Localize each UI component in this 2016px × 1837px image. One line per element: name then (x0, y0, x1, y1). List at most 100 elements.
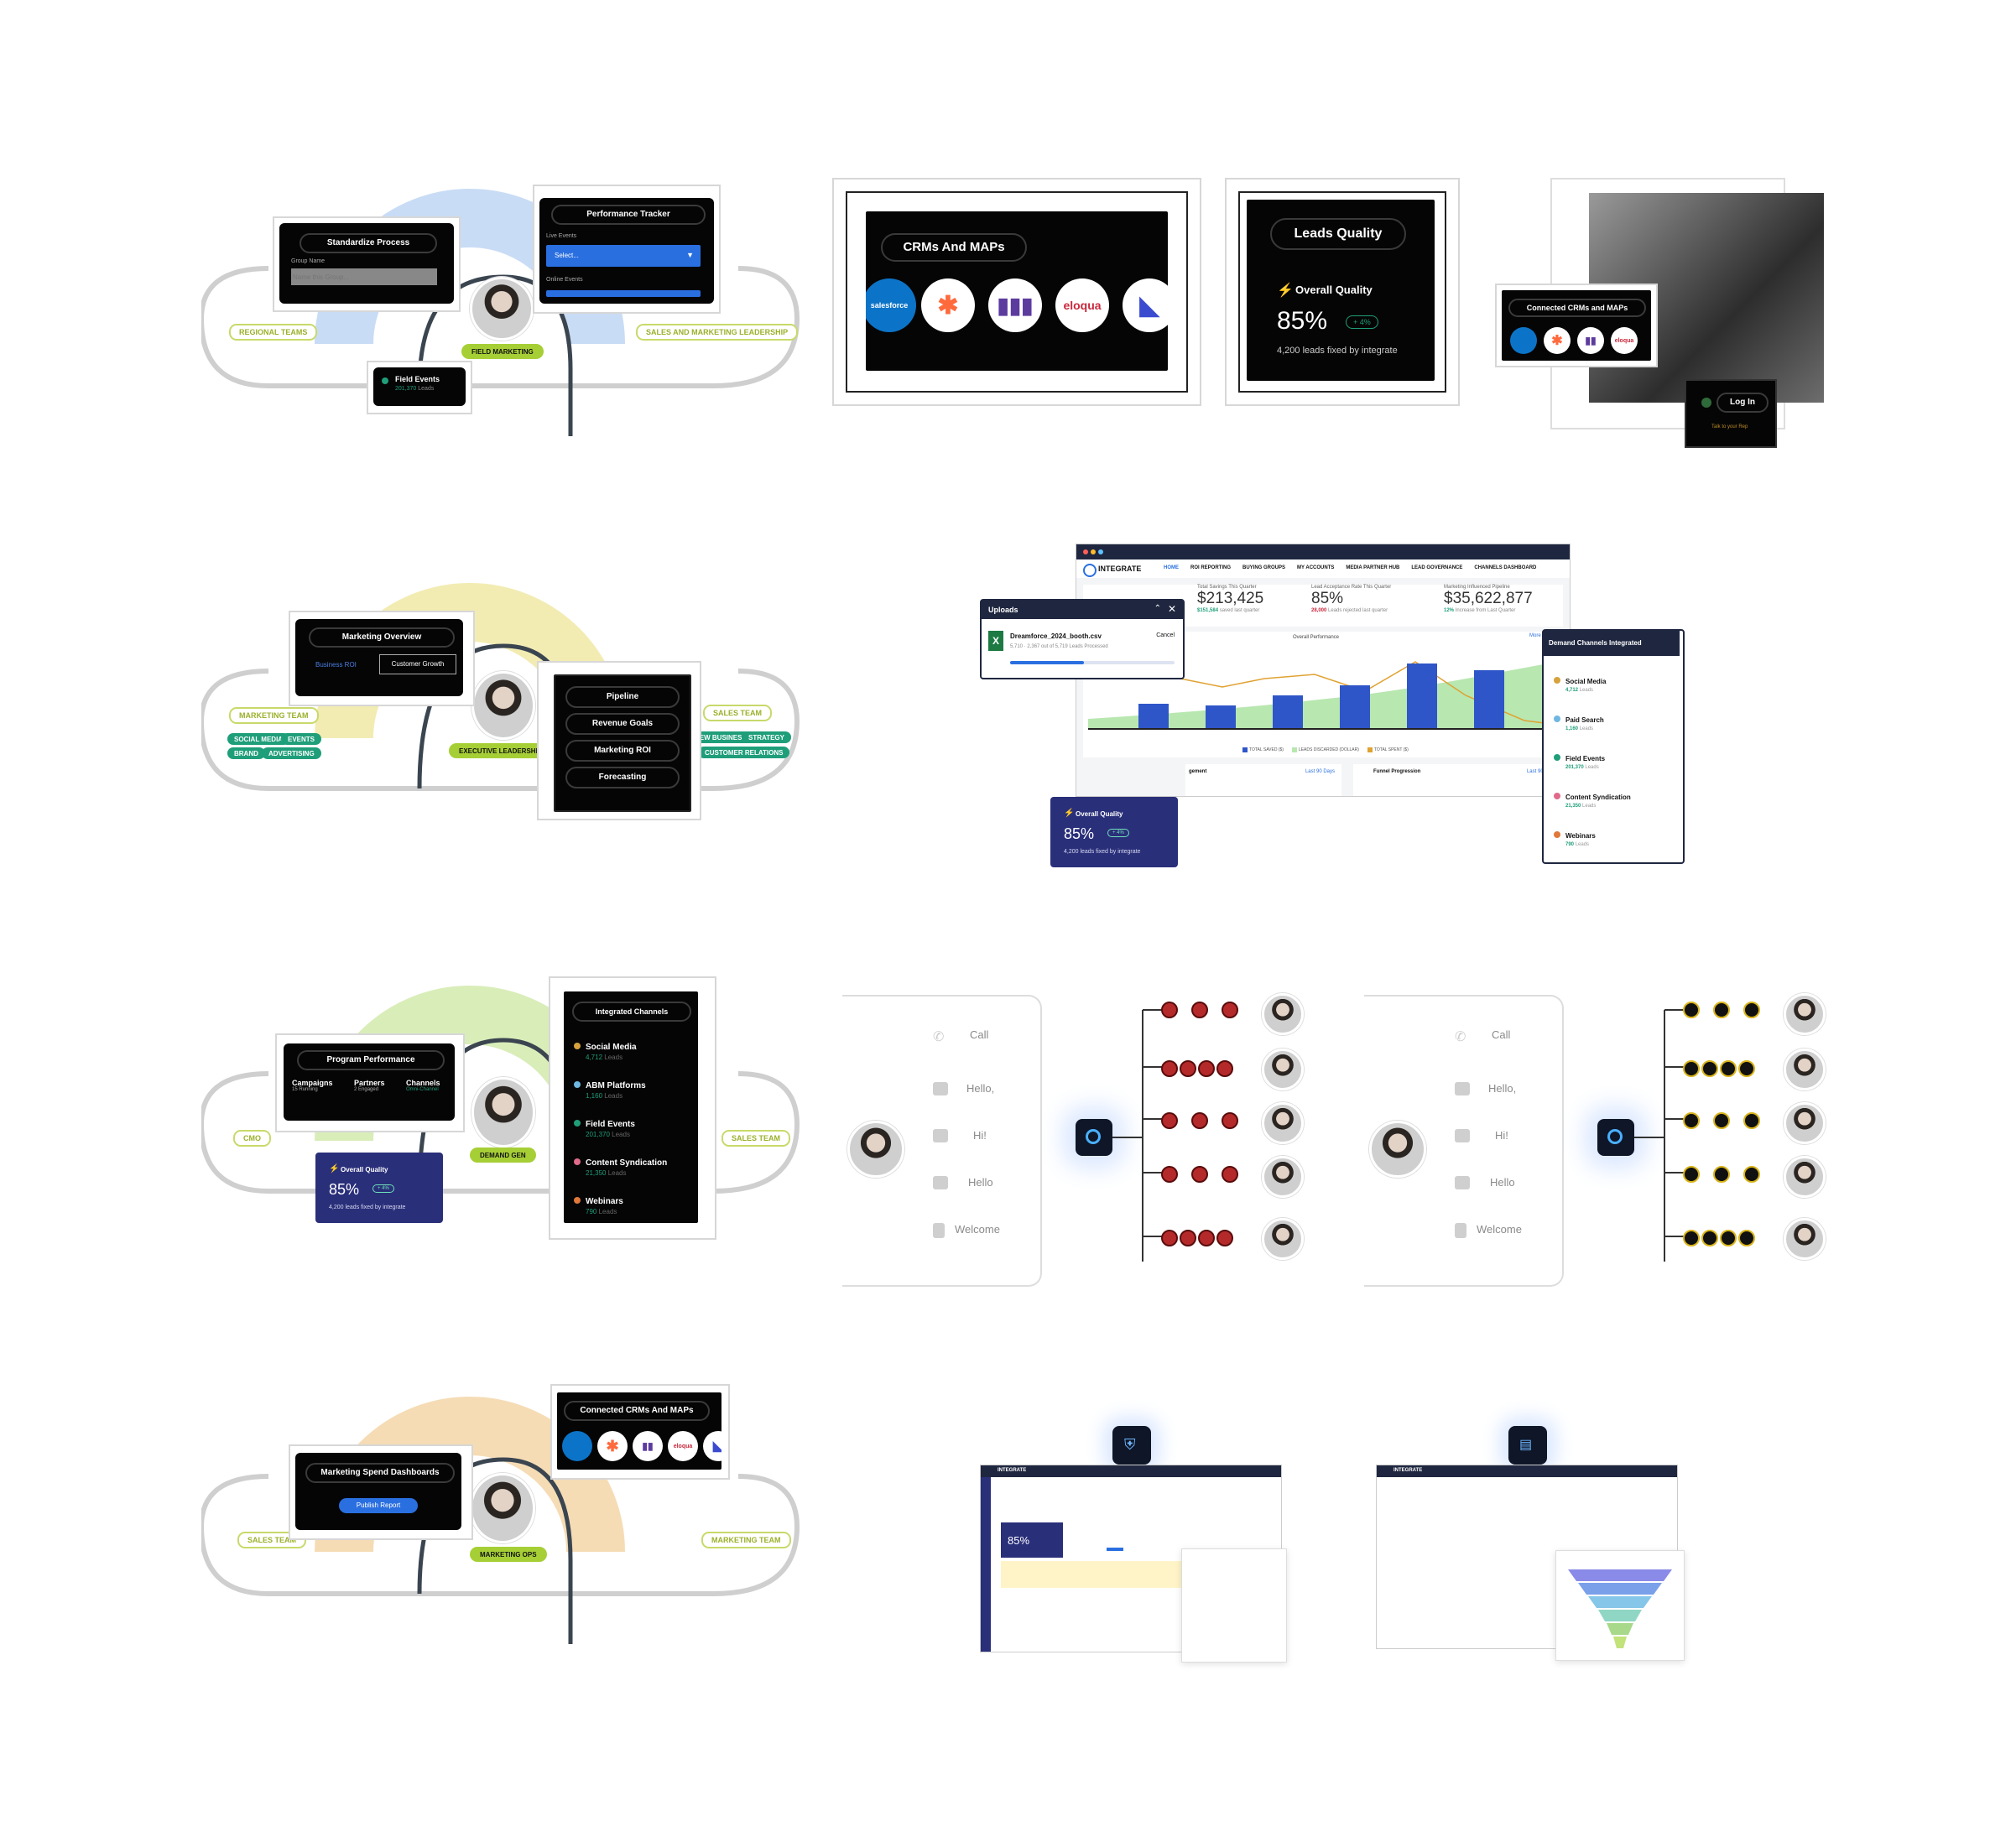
nav-channels-dashboard[interactable]: CHANNELS DASHBOARD (1474, 565, 1537, 570)
leads-quality-title: Leads Quality (1270, 218, 1406, 250)
thumb-sidebar (981, 1477, 991, 1652)
thumb-brand: INTEGRATE (998, 1468, 1027, 1473)
publish-report-button[interactable]: Publish Report (339, 1498, 418, 1513)
channel-icon (1198, 1230, 1215, 1246)
kpi-sub: saved last quarter (1219, 608, 1260, 613)
marketo-logo: ▮▮ (633, 1431, 663, 1461)
avatar-recipient-5 (1784, 1218, 1826, 1260)
collapse-icon[interactable]: ⌃ (1154, 604, 1161, 613)
group-name-input[interactable] (291, 268, 437, 285)
nav-buying-groups[interactable]: BUYING GROUPS (1242, 565, 1286, 570)
lightning-icon: ⚡ (1064, 809, 1075, 818)
funnel-chart (1568, 1569, 1672, 1648)
role-executive-leadership: EXECUTIVE LEADERSHIP (449, 743, 553, 758)
analytics-app-icon[interactable]: ▤ (1508, 1426, 1547, 1465)
pipeline-item-pipeline[interactable]: Pipeline (565, 686, 680, 708)
chart-more-link[interactable]: More (1529, 633, 1541, 638)
marketo-logo: ▮▮▮ (988, 278, 1042, 332)
email-icon (1455, 1082, 1470, 1095)
nav-home[interactable]: HOME (1164, 565, 1179, 570)
channel-icon (1191, 1166, 1208, 1183)
salesforce-logo: salesforce (866, 278, 916, 332)
connected-crms-title: Connected CRMs And MAPs (564, 1401, 710, 1421)
channel-icon (1720, 1230, 1737, 1246)
bottom-panel-right: Funnel Progression Last 90 Days (1353, 764, 1563, 796)
channel-icon (1161, 1230, 1178, 1246)
channel-icon (1222, 1112, 1238, 1129)
tab-business-roi[interactable]: Business ROI (315, 661, 357, 669)
channel-icon (1743, 1002, 1760, 1018)
lightning-icon: ⚡ (1277, 284, 1294, 298)
thumb-blue-button (1107, 1548, 1123, 1551)
hub-connectors (1112, 1009, 1168, 1262)
eloqua-logo: eloqua (1611, 327, 1638, 354)
message-hi: Hi! (1495, 1129, 1508, 1142)
integrate-logo-icon (1083, 564, 1097, 577)
avatar-recipient-2 (1784, 1049, 1826, 1090)
live-events-label: Live Events (546, 233, 577, 239)
upload-progress-count: 5,710 (1010, 644, 1024, 649)
lock-icon (1701, 398, 1711, 408)
channel-icon (1222, 1002, 1238, 1018)
channel-icon (1701, 1230, 1718, 1246)
chevron-down-icon: ▼ (686, 251, 694, 259)
brand-name: INTEGRATE (1098, 565, 1142, 573)
performance-tracker-card: Performance Tracker Live Events Select..… (533, 185, 721, 314)
tab-customer-growth[interactable]: Customer Growth (379, 654, 456, 674)
integrate-hub-icon[interactable] (1597, 1119, 1634, 1156)
nav-lead-governance[interactable]: LEAD GOVERNANCE (1411, 565, 1463, 570)
window-dot-green (1098, 549, 1103, 554)
pipeline-item-marketing-roi[interactable]: Marketing ROI (565, 740, 680, 762)
salesforce-logo (1510, 327, 1537, 354)
bottom-left-filter[interactable]: Last 90 Days (1305, 769, 1335, 774)
nav-my-accounts[interactable]: MY ACCOUNTS (1297, 565, 1335, 570)
message-call: Call (1492, 1028, 1511, 1041)
select-placeholder: Select... (555, 252, 579, 259)
channel-icon (1180, 1230, 1196, 1246)
role-tag-sales-team: SALES TEAM (721, 1130, 791, 1147)
uploads-title: Uploads (988, 606, 1018, 614)
channel-icon (1191, 1002, 1208, 1018)
abm-platforms-icon (574, 1080, 581, 1088)
integrate-hub-icon[interactable] (1076, 1119, 1112, 1156)
nav-media-partner-hub[interactable]: MEDIA PARTNER HUB (1346, 565, 1400, 570)
messaging-hub-1: ✆ Call Hello, Hi! Hello Welcome (842, 993, 1312, 1287)
kpi-sub: Leads rejected last quarter (1328, 608, 1388, 613)
avatar-marketing-ops (470, 1473, 535, 1543)
upload-filename: Dreamforce_2024_booth.csv (1010, 632, 1102, 640)
overall-quality-widget: ⚡ Overall Quality 85% + 4% 4,200 leads f… (1050, 797, 1178, 867)
eloqua-logo: eloqua (1055, 278, 1109, 332)
marketing-spend-card: Marketing Spend Dashboards Publish Repor… (289, 1444, 473, 1540)
login-button[interactable]: Log In (1716, 393, 1769, 413)
close-icon[interactable]: ✕ (1167, 603, 1176, 615)
shield-app-icon[interactable]: ⛨ (1112, 1426, 1151, 1465)
crms-title: CRMs And MAPs (881, 233, 1027, 262)
hub-connectors (1634, 1009, 1690, 1262)
tag-brand: BRAND (227, 747, 265, 759)
upload-cancel[interactable]: Cancel (1156, 632, 1175, 638)
content-syndication-icon (1554, 792, 1560, 799)
connected-crms-card-row4: Connected CRMs And MAPs ✱ ▮▮ eloqua ◣ (550, 1384, 730, 1480)
pipeline-item-forecasting[interactable]: Forecasting (565, 767, 680, 788)
ad-icon (1455, 1176, 1470, 1189)
nav-roi-reporting[interactable]: ROI REPORTING (1190, 565, 1232, 570)
funnel-filter[interactable]: Last 90 Days (1526, 769, 1556, 774)
kpi-label: Lead Acceptance Rate This Quarter (1311, 585, 1392, 590)
crms-and-maps-card: CRMs And MAPs salesforce ✱ ▮▮▮ eloqua ◣ (832, 178, 1201, 406)
overall-quality-pct: 85% (1277, 307, 1328, 335)
message-call: Call (970, 1028, 989, 1041)
integrated-channels-title: Integrated Channels (572, 1002, 691, 1022)
channel-icon (1713, 1002, 1730, 1018)
tag-customer-relations: CUSTOMER RELATIONS (698, 747, 790, 758)
kpi-subvalue: 12% (1444, 608, 1455, 613)
field-events-icon (382, 377, 388, 384)
pipeline-item-revenue-goals[interactable]: Revenue Goals (565, 713, 680, 735)
marketing-spend-title: Marketing Spend Dashboards (305, 1463, 455, 1483)
live-events-select[interactable]: Select... ▼ (546, 245, 701, 267)
program-performance-title: Program Performance (297, 1050, 445, 1070)
